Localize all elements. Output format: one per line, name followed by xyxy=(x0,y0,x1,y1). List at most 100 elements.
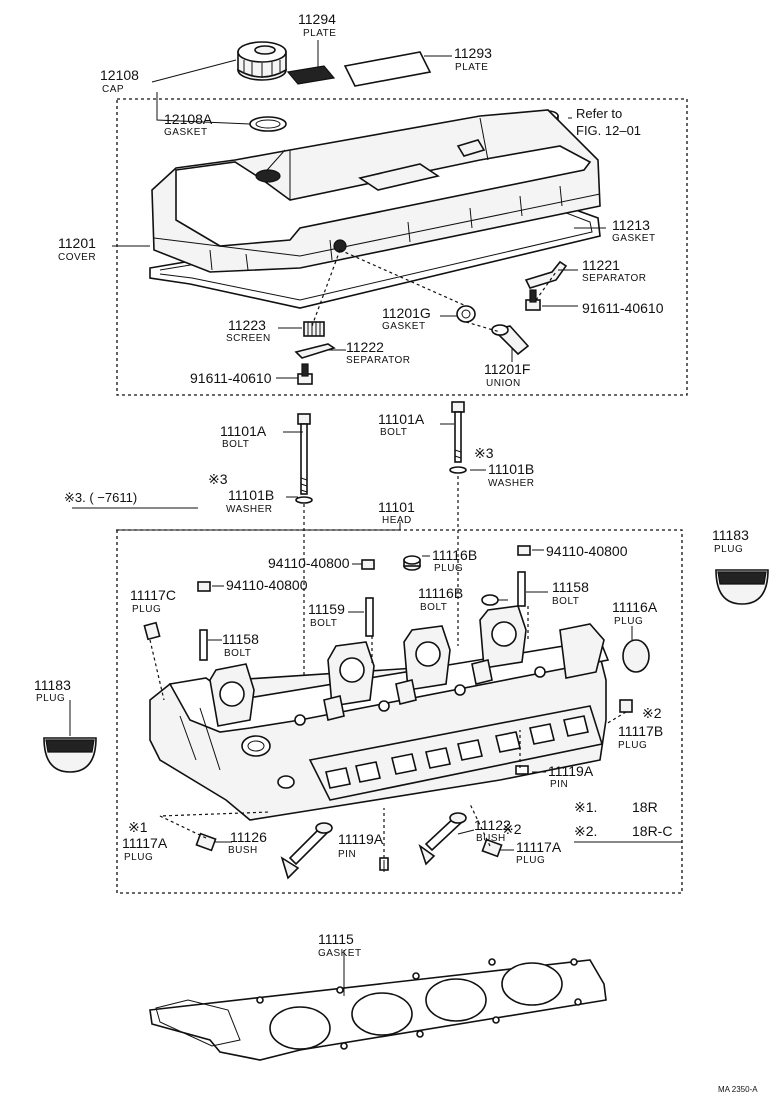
callout-11221-num: 11221 xyxy=(582,257,620,273)
callout-91611-right: 91611-40610 xyxy=(582,300,664,316)
bolt-11116B-part[interactable] xyxy=(481,594,499,606)
washer-11101B-right-part[interactable] xyxy=(449,466,467,474)
callout-11293-label: PLATE xyxy=(455,62,488,73)
callout-11116B-plug-num: 11116B xyxy=(432,547,477,563)
bolt-11101A-left-part[interactable] xyxy=(297,413,311,495)
callout-11222-label: SEPARATOR xyxy=(346,355,411,366)
callout-11222-num: 11222 xyxy=(346,339,384,355)
callout-11117A-right-mark: ※2 xyxy=(502,821,522,837)
plug-11117C-part[interactable] xyxy=(143,621,161,641)
separator-11222-part[interactable] xyxy=(294,343,336,359)
nut-94110-c-part[interactable] xyxy=(197,581,211,592)
callout-11119A-lower-num: 11119A xyxy=(338,831,384,847)
callout-11101B-left-label: WASHER xyxy=(226,504,273,515)
bolt-91611-right-part[interactable] xyxy=(525,289,541,311)
bush-11126-part[interactable] xyxy=(280,822,333,880)
callout-11116A-num: 11116A xyxy=(612,599,658,615)
leader-lines xyxy=(69,40,682,996)
callout-11159-num: 11159 xyxy=(308,601,345,617)
callout-11183-right-label: PLUG xyxy=(714,544,743,555)
plug-11116B-part[interactable] xyxy=(403,555,421,571)
plug-11183-left-part[interactable] xyxy=(43,737,97,773)
callout-11201G-label: GASKET xyxy=(382,321,426,332)
nut-94110-b-part[interactable] xyxy=(517,545,531,556)
callout-11101B-right-num: 11101B xyxy=(488,461,534,477)
mark-3-left: ※3 xyxy=(208,471,228,487)
union-11201F-part[interactable] xyxy=(491,324,530,356)
callout-11101A-left-num: 11101A xyxy=(220,423,267,439)
callout-11293-num: 11293 xyxy=(454,45,492,61)
callout-11159-label: BOLT xyxy=(310,618,337,629)
callout-91611-lower: 91611-40610 xyxy=(190,370,272,386)
screen-11223-part[interactable] xyxy=(303,321,325,337)
callout-11201F-num: 11201F xyxy=(484,361,530,377)
note-1-value: 18R xyxy=(632,799,658,815)
callout-11116B-bolt-label: BOLT xyxy=(420,602,447,613)
callout-11213-label: GASKET xyxy=(612,233,656,244)
callout-11294-num: 11294 xyxy=(298,11,336,27)
callout-11122-num: 11122 xyxy=(474,817,511,833)
callout-12108-label: CAP xyxy=(102,84,124,95)
separator-11221-part[interactable] xyxy=(524,260,568,289)
gasket-12108A-part[interactable] xyxy=(249,116,287,132)
callout-94110-b: 94110-40800 xyxy=(546,543,628,559)
bolt-11101A-right-part[interactable] xyxy=(451,401,465,463)
callout-11101B-right-label: WASHER xyxy=(488,478,535,489)
callout-11221-label: SEPARATOR xyxy=(582,273,647,284)
nut-94110-a-part[interactable] xyxy=(361,559,375,570)
cap-part[interactable] xyxy=(237,41,287,81)
callout-12108-num: 12108 xyxy=(100,67,139,83)
callout-11119A-right-label: PIN xyxy=(550,779,568,790)
plug-11183-right-part[interactable] xyxy=(715,569,769,605)
plug-11116A-part[interactable] xyxy=(622,639,650,673)
callout-11116B-plug-label: PLUG xyxy=(434,563,463,574)
callout-11122-label: BUSH xyxy=(476,833,506,844)
callout-11101A-left-label: BOLT xyxy=(222,439,249,450)
plug-11117A-left-part[interactable] xyxy=(195,832,217,852)
head-group-box xyxy=(116,529,683,894)
callout-11117B-num: 11117B xyxy=(618,723,663,739)
callout-11115-label: GASKET xyxy=(318,948,362,959)
callout-11117A-right-num: 11117A xyxy=(516,839,562,855)
callout-12108A-label: GASKET xyxy=(164,127,208,138)
mark-3-right: ※3 xyxy=(474,445,494,461)
callout-12108A-num: 12108A xyxy=(164,111,213,127)
plug-11117B-part[interactable] xyxy=(619,699,633,713)
note-2-mark: ※2. xyxy=(574,823,597,839)
callout-94110-a: 94110-40800 xyxy=(268,555,350,571)
callout-11117C-num: 11117C xyxy=(130,587,176,603)
callout-11101-label: HEAD xyxy=(382,515,412,526)
callout-94110-c: 94110-40800 xyxy=(226,577,308,593)
callout-11158-right-label: BOLT xyxy=(552,596,579,607)
callout-11117A-left-label: PLUG xyxy=(124,852,153,863)
callout-11101A-right-num: 11101A xyxy=(378,411,425,427)
bush-11122-part[interactable] xyxy=(418,812,467,866)
callout-11117A-left-num: 11117A xyxy=(122,835,168,851)
pin-11119A-right-part[interactable] xyxy=(515,765,529,775)
plug-11117A-right-part[interactable] xyxy=(481,838,503,858)
plate-11293-part[interactable] xyxy=(343,51,432,87)
cover-group-box xyxy=(116,98,688,396)
note-2-value: 18R-C xyxy=(632,823,672,839)
gasket-11201G-part[interactable] xyxy=(456,305,476,323)
callout-11101B-left-num: 11101B xyxy=(228,487,274,503)
callout-11117C-label: PLUG xyxy=(132,604,161,615)
refer-line1: Refer to xyxy=(576,106,622,121)
callout-11115-num: 11115 xyxy=(318,931,354,947)
stud-11158-left-part[interactable] xyxy=(199,629,208,661)
stud-11158-right-part[interactable] xyxy=(517,571,526,607)
callout-11201G-num: 11201G xyxy=(382,305,431,321)
callout-11119A-lower-label: PIN xyxy=(338,849,356,860)
stud-11159-part[interactable] xyxy=(365,597,374,637)
head-gasket-part[interactable] xyxy=(149,958,607,1061)
refer-line2: FIG. 12–01 xyxy=(576,123,641,138)
washer-11101B-left-part[interactable] xyxy=(295,496,313,504)
cylinder-head-part[interactable] xyxy=(149,605,610,821)
plate-11294-part[interactable] xyxy=(286,65,336,85)
callout-11101A-right-label: BOLT xyxy=(380,427,407,438)
cylinder-head-cover-part[interactable] xyxy=(149,109,601,309)
note-1-mark: ※1. xyxy=(574,799,597,815)
callout-11116B-bolt-num: 11116B xyxy=(418,585,463,601)
bolt-91611-lower-part[interactable] xyxy=(297,363,313,385)
